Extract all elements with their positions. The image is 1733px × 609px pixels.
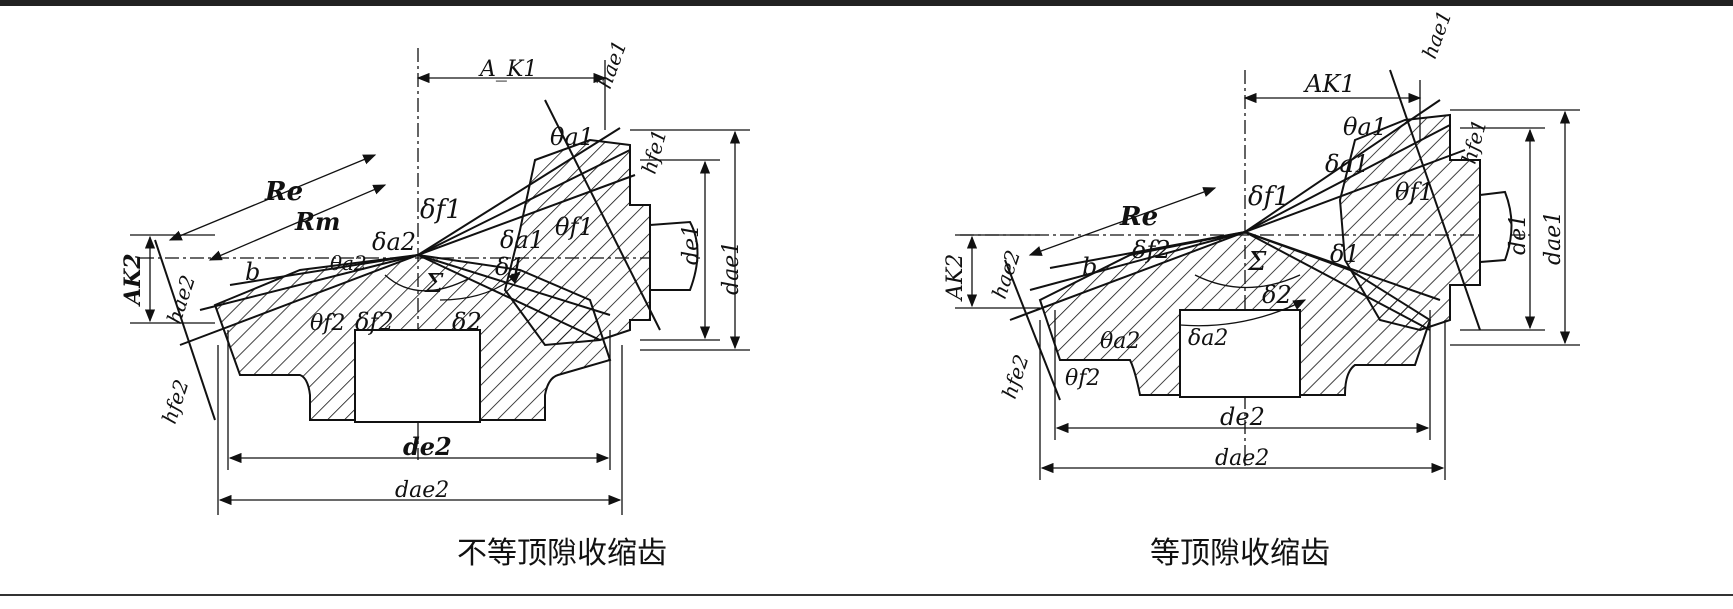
- left-rm-label: Rm: [294, 207, 340, 236]
- right-theta-f2-label: θf2: [1065, 366, 1100, 391]
- left-gear2-bore: [354, 329, 481, 423]
- right-sigma-arc: [1194, 274, 1301, 289]
- right-hfe1-label: hfe1: [1457, 117, 1492, 167]
- left-cone-line-3: [417, 174, 636, 256]
- left-back-cone-2: [154, 239, 216, 421]
- left-sigma-label: Σ: [424, 269, 444, 299]
- left-theta-f1-label: θf1: [555, 213, 594, 241]
- right-delta1-label: δ1: [1330, 240, 1360, 268]
- right-sigma-label: Σ: [1247, 247, 1267, 277]
- left-theta-f2-label: θf2: [310, 311, 345, 336]
- left-hfe2-label: hfe2: [157, 376, 194, 426]
- right-theta-f1-label: θf1: [1395, 178, 1434, 206]
- left-dae1-label: dae1: [719, 241, 744, 295]
- left-back-cone-1: [544, 99, 661, 331]
- left-cone-line-1: [417, 127, 621, 256]
- right-delta2-arc: [1179, 299, 1307, 327]
- right-gear1-shaft: [1479, 190, 1513, 264]
- right-hae1-label: hae1: [1417, 7, 1456, 62]
- right-hae2-label: hae2: [987, 247, 1025, 301]
- right-delta-f2-label: δf2: [1132, 236, 1171, 264]
- left-de2-label: de2: [403, 432, 452, 461]
- left-cone-line-5: [199, 254, 419, 311]
- left-delta-f2-label: δf2: [355, 308, 394, 336]
- left-delta-a2-label: δa2: [372, 228, 416, 256]
- left-rm-dim: [208, 184, 387, 261]
- right-gear2-bore: [1179, 309, 1301, 398]
- left-de1-label: de1: [679, 224, 704, 265]
- left-ak1-label: A_K1: [478, 57, 537, 82]
- left-delta1-label: δ1: [495, 253, 525, 281]
- right-ak2-label: AK2: [943, 254, 968, 302]
- right-hfe2-label: hfe2: [997, 351, 1034, 401]
- left-theta-a1-label: θa1: [550, 123, 594, 151]
- right-de2-label: de2: [1220, 403, 1265, 431]
- right-re-dim: [1028, 187, 1217, 256]
- right-delta-f1-label: δf1: [1248, 182, 1290, 212]
- left-ak2-label: AK2: [120, 254, 146, 308]
- right-cone-line-7: [1244, 231, 1431, 331]
- left-theta-a2-label: θa2: [330, 251, 367, 275]
- left-hfe1-label: hfe1: [637, 127, 672, 177]
- right-delta-a1-label: δa1: [1325, 150, 1369, 178]
- right-theta-a1-label: θa1: [1343, 113, 1387, 141]
- left-hae1-label: hae1: [592, 37, 631, 92]
- left-diagram: A_K1 hae1 θa1 hfe1 Re Rm δf1 δa2 δa1 θf1…: [120, 37, 750, 515]
- left-delta-a1-label: δa1: [500, 226, 544, 254]
- right-b-label: b: [1082, 253, 1097, 281]
- right-theta-a2-label: θa2: [1100, 329, 1140, 354]
- right-diagram: hae1 AK1 θa1 δa1 hfe1 δf1 θf1 Re de1 dae…: [943, 7, 1580, 480]
- right-back-cone-1: [1389, 69, 1481, 331]
- left-cone-line-4: [179, 254, 419, 346]
- left-dae2-label: dae2: [395, 478, 449, 503]
- left-cone-line-7: [417, 254, 601, 341]
- right-de1-label: de1: [1506, 214, 1531, 255]
- left-gear1-shaft: [649, 220, 699, 291]
- left-cone-line-2: [417, 149, 631, 256]
- right-cone-line-8: [1244, 231, 1441, 301]
- right-caption: 等顶隙收缩齿: [1150, 536, 1330, 571]
- top-border: [0, 0, 1733, 6]
- left-re-label: Re: [264, 177, 303, 207]
- left-delta2-label: δ2: [452, 308, 482, 336]
- right-back-cone-2: [1004, 259, 1061, 401]
- right-re-label: Re: [1119, 202, 1158, 232]
- right-dae1-label: dae1: [1541, 211, 1566, 265]
- right-dae2-label: dae2: [1215, 446, 1269, 471]
- right-ak1-label: AK1: [1303, 70, 1356, 98]
- right-delta-a2-label: δa2: [1188, 326, 1228, 351]
- left-caption: 不等顶隙收缩齿: [457, 536, 667, 571]
- left-b-label: b: [245, 258, 260, 286]
- left-delta-f1-label: δf1: [420, 195, 462, 225]
- right-cone-line-3: [1244, 149, 1466, 233]
- left-delta2-arc: [439, 271, 521, 301]
- left-sigma-arc: [384, 274, 471, 292]
- left-cone-line-8: [417, 254, 611, 316]
- right-gear1-section: [1338, 113, 1481, 332]
- right-delta2-label: δ2: [1262, 281, 1292, 309]
- left-cone-line-6: [229, 254, 419, 286]
